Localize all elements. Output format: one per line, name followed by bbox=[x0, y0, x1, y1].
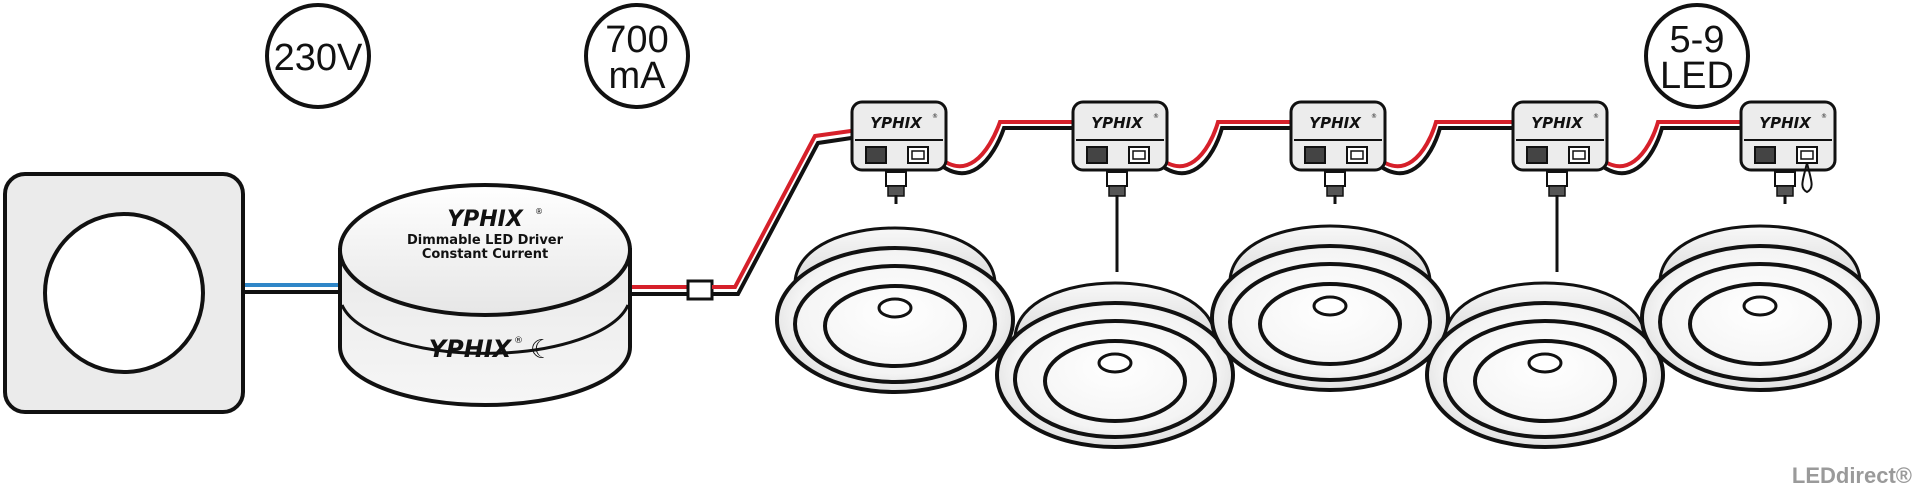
badge-led-count-unit: LED bbox=[1660, 55, 1734, 97]
junction-box-registered: ® bbox=[1371, 113, 1377, 120]
badge-current: 700 mA bbox=[584, 3, 690, 109]
badge-led-count-range: 5-9 bbox=[1670, 19, 1725, 61]
junction-box-plug bbox=[1324, 171, 1346, 187]
downlight-ring-outer bbox=[793, 264, 997, 384]
downlight-led bbox=[1527, 352, 1563, 374]
junction-box-port-in bbox=[865, 146, 887, 164]
downlight-ring-outer bbox=[1443, 319, 1647, 439]
junction-box-registered: ® bbox=[1593, 113, 1599, 120]
dimmable-moon-icon: ☾ bbox=[530, 335, 553, 365]
badge-current-unit: mA bbox=[609, 55, 667, 97]
output-wires bbox=[626, 128, 859, 301]
downlight-3 bbox=[1210, 195, 1450, 392]
downlight-led bbox=[877, 297, 913, 319]
driver-label-line2: Constant Current bbox=[422, 247, 548, 262]
junction-box-3: YPHIX ® bbox=[1289, 100, 1387, 197]
junction-box-registered: ® bbox=[932, 113, 938, 120]
downlight-ring-inner bbox=[1473, 339, 1617, 423]
junction-box-2: YPHIX ® bbox=[1071, 100, 1169, 197]
downlight-trim bbox=[1640, 244, 1880, 392]
wall-dimmer-switch bbox=[3, 172, 245, 414]
badge-led-count: 5-9 LED bbox=[1644, 3, 1750, 109]
junction-box-port-in bbox=[1304, 146, 1326, 164]
driver-label-line1: Dimmable LED Driver bbox=[407, 233, 564, 248]
driver-side-registered: ® bbox=[514, 336, 523, 346]
downlight-trim bbox=[995, 301, 1235, 449]
junction-box-brand: YPHIX bbox=[1091, 114, 1144, 132]
badge-voltage-text: 230V bbox=[274, 37, 363, 79]
mains-wires bbox=[240, 283, 345, 294]
downlight-led bbox=[1097, 352, 1133, 374]
junction-box-5: YPHIX ® bbox=[1739, 100, 1837, 197]
led-driver: YPHIX ® Dimmable LED Driver Constant Cur… bbox=[338, 183, 632, 407]
inline-connector bbox=[686, 279, 714, 301]
downlight-ring-outer bbox=[1658, 262, 1862, 382]
downlight-ring-outer bbox=[1228, 262, 1432, 382]
junction-box-plug bbox=[1106, 171, 1128, 187]
junction-box-plug bbox=[1774, 171, 1796, 187]
junction-box-brand: YPHIX bbox=[1531, 114, 1584, 132]
downlights bbox=[775, 195, 1880, 449]
downlight-trim bbox=[1425, 301, 1665, 449]
dimmer-knob bbox=[43, 212, 205, 374]
downlight-trim bbox=[1210, 244, 1450, 392]
junction-box-plug bbox=[885, 171, 907, 187]
junction-box-port-in bbox=[1086, 146, 1108, 164]
downlight-ring-inner bbox=[1258, 282, 1402, 366]
downlight-1 bbox=[775, 195, 1015, 394]
badge-current-value: 700 bbox=[605, 19, 668, 61]
junction-box-1: YPHIX ® bbox=[850, 100, 948, 197]
junction-boxes: YPHIX ® YPHIX ® YPHIX ® YPHIX ® YPHIX ® bbox=[850, 100, 1837, 197]
downlight-2 bbox=[995, 195, 1235, 449]
junction-box-brand: YPHIX bbox=[870, 114, 923, 132]
end-terminator bbox=[1801, 162, 1813, 194]
downlight-led bbox=[1742, 295, 1778, 317]
driver-side-brand: YPHIX bbox=[429, 335, 513, 363]
junction-box-plug bbox=[1546, 171, 1568, 187]
junction-box-port-in bbox=[1526, 146, 1548, 164]
driver-registered-mark: ® bbox=[535, 207, 543, 216]
downlight-ring-inner bbox=[1688, 282, 1832, 366]
leddirect-logo: LEDdirect® bbox=[1792, 463, 1912, 488]
junction-box-4: YPHIX ® bbox=[1511, 100, 1609, 197]
downlight-ring-inner bbox=[1043, 339, 1187, 423]
junction-box-port-in bbox=[1754, 146, 1776, 164]
junction-box-brand: YPHIX bbox=[1759, 114, 1812, 132]
driver-brand: YPHIX bbox=[447, 207, 524, 232]
downlight-led bbox=[1312, 295, 1348, 317]
downlight-5 bbox=[1640, 195, 1880, 392]
junction-box-registered: ® bbox=[1153, 113, 1159, 120]
junction-box-brand: YPHIX bbox=[1309, 114, 1362, 132]
downlight-ring-inner bbox=[823, 284, 967, 368]
downlight-ring-outer bbox=[1013, 319, 1217, 439]
downlight-4 bbox=[1425, 195, 1665, 449]
downlight-trim bbox=[775, 246, 1015, 394]
junction-box-registered: ® bbox=[1821, 113, 1827, 120]
badge-voltage: 230V bbox=[265, 3, 371, 109]
